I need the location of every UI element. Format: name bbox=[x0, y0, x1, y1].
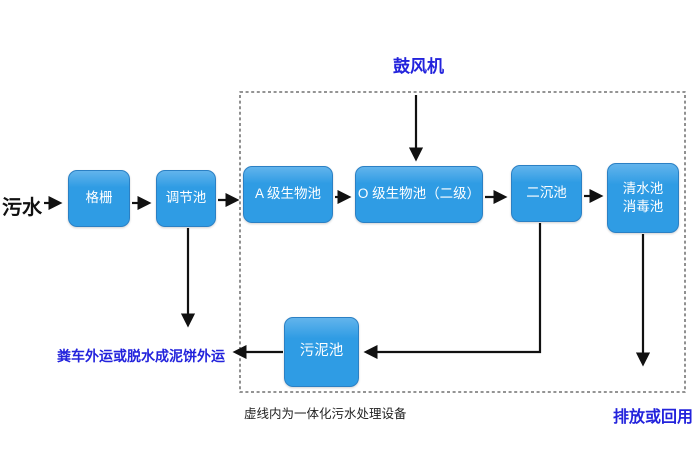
node-clear-water-label: 清水池 bbox=[622, 180, 664, 196]
node-secondary-sedimentation-label: 二沉池 bbox=[526, 185, 567, 201]
blower-label: 鼓风机 bbox=[393, 57, 444, 76]
node-disinfection-label: 消毒池 bbox=[622, 199, 664, 214]
node-grille: 格栅 bbox=[68, 170, 130, 227]
manure-outhaul-label: 粪车外运或脱水成泥饼外运 bbox=[57, 348, 225, 364]
node-sludge-tank-label: 污泥池 bbox=[299, 343, 344, 360]
node-clear-water-disinfection-tank: 清水池 消毒池 bbox=[607, 163, 679, 233]
node-o-bio-tank-label: O 级生物池（二级） bbox=[357, 186, 481, 202]
node-regulating-tank: 调节池 bbox=[156, 170, 216, 227]
influent-label: 污水 bbox=[2, 197, 42, 219]
node-a-bio-tank: A 级生物池 bbox=[243, 166, 333, 223]
node-o-bio-tank: O 级生物池（二级） bbox=[355, 166, 483, 223]
node-secondary-sedimentation-tank: 二沉池 bbox=[511, 165, 582, 222]
node-a-bio-tank-label: A 级生物池 bbox=[254, 186, 321, 202]
node-regulating-tank-label: 调节池 bbox=[165, 190, 207, 206]
discharge-or-reuse-label: 排放或回用 bbox=[613, 409, 694, 426]
dashed-boundary-caption: 虚线内为一体化污水处理设备 bbox=[244, 407, 407, 421]
integrated-equipment-dashed-boundary bbox=[239, 91, 686, 393]
node-grille-label: 格栅 bbox=[85, 190, 113, 206]
arrow-secondary-to-sludge bbox=[363, 223, 542, 360]
node-sludge-tank: 污泥池 bbox=[284, 317, 359, 387]
